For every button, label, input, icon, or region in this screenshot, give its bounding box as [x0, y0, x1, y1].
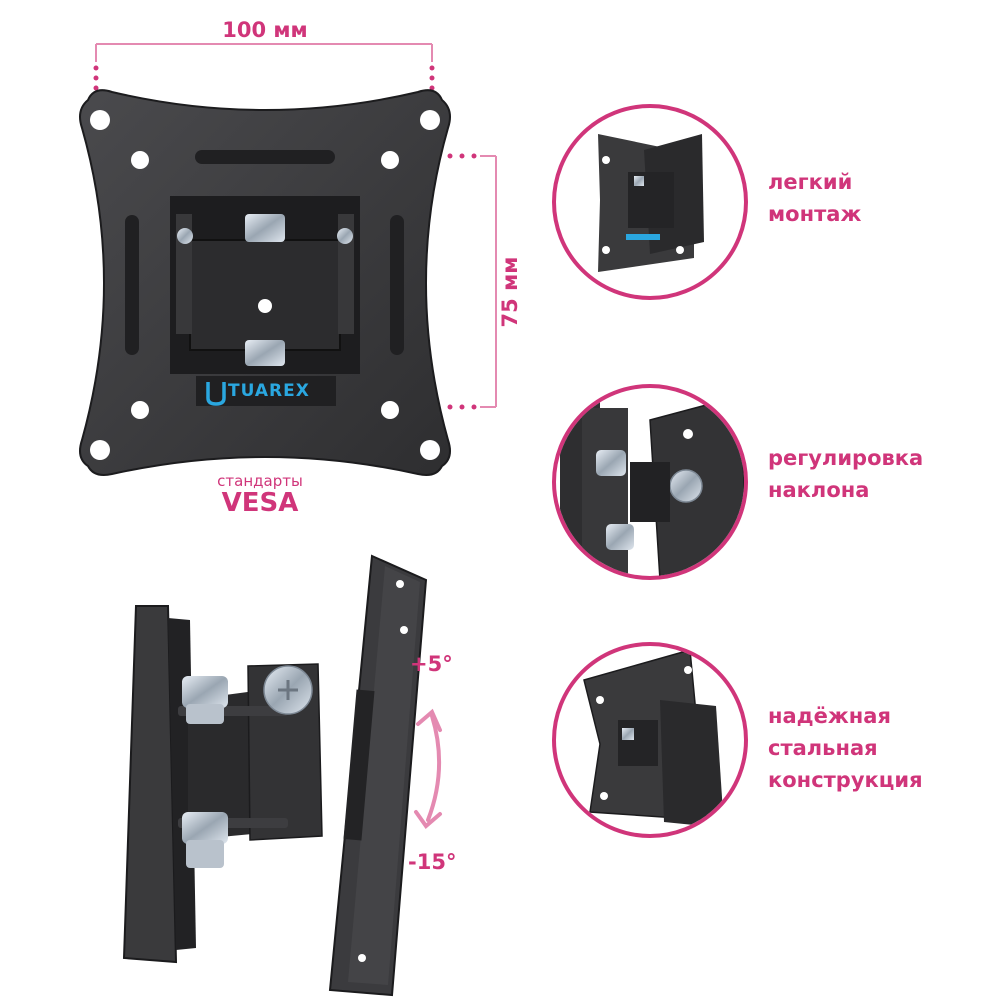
brand-logo-text: TUAREX [228, 381, 310, 401]
tuarex-logo-icon [206, 382, 226, 406]
tilt-up-label: +5° [410, 652, 453, 676]
mount-hole [131, 401, 149, 419]
width-dimension-label: 100 мм [222, 18, 308, 42]
height-dimension-line [480, 155, 497, 408]
vesa-standards-caption: стандарты [217, 472, 303, 490]
mount-hole [381, 401, 399, 419]
feature-label-tilt: регулировка наклона [768, 446, 924, 502]
feature-circle-steel [552, 642, 748, 838]
mount-hole [90, 440, 110, 460]
mount-hole [420, 110, 440, 130]
mount-hole [381, 151, 399, 169]
side-view-bracket [122, 554, 428, 997]
tilt-down-label: -15° [408, 850, 457, 874]
feature-circle-tilt [552, 384, 748, 580]
feature-label-steel: надёжная стальная конструкция [768, 704, 923, 792]
height-dimension-label: 75 мм [498, 256, 522, 328]
width-dimension-dots [93, 65, 435, 91]
feature-label-easy-mount: легкий монтаж [768, 170, 862, 226]
mount-hole [131, 151, 149, 169]
mount-hole [90, 110, 110, 130]
vesa-wall-plate [79, 89, 451, 476]
width-dimension-line [95, 43, 433, 62]
vesa-title: VESA [221, 488, 299, 518]
feature-circle-easy-mount [552, 104, 748, 300]
tilt-arrow-icon [414, 708, 442, 829]
mount-hole [420, 440, 440, 460]
